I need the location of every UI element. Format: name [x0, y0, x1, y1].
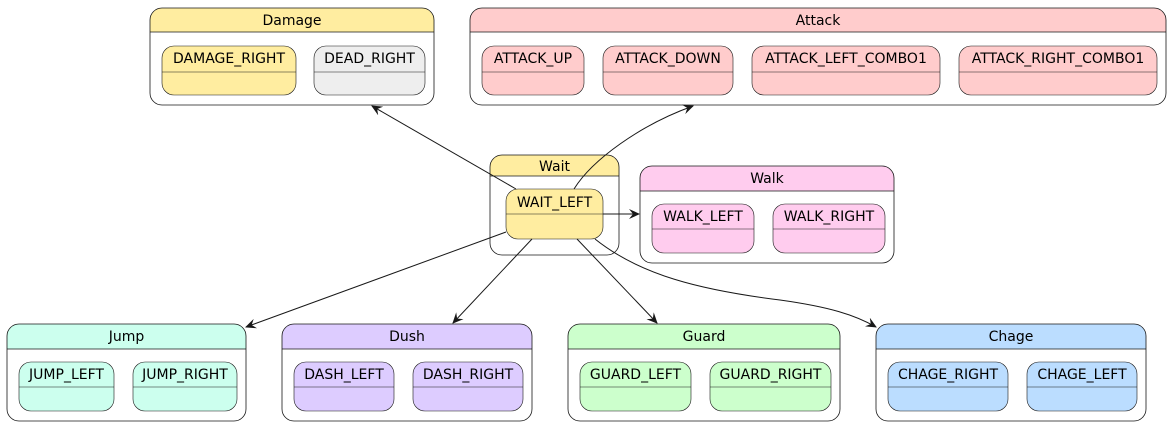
group-jump: Jump JUMP_LEFT JUMP_RIGHT [6, 323, 247, 422]
group-walk-frame [639, 165, 895, 264]
group-jump-header [7, 324, 246, 349]
state-guard-right[interactable]: GUARD_RIGHT [709, 361, 832, 412]
group-chage-header [876, 324, 1146, 349]
state-attack-down-label: ATTACK_DOWN [615, 51, 721, 67]
transition-wait-to-damage[interactable] [371, 105, 517, 190]
group-walk-title: Walk [750, 171, 784, 187]
group-attack-frame [469, 7, 1167, 106]
transition-wait-to-attack[interactable] [573, 104, 694, 190]
group-jump-title: Jump [108, 329, 145, 345]
transition-wait-to-dush[interactable] [452, 238, 533, 324]
state-wait-left[interactable]: WAIT_LEFT [505, 188, 604, 240]
group-guard-title: Guard [683, 329, 726, 345]
group-chage-frame [875, 323, 1147, 422]
state-attack-right-combo1-label: ATTACK_RIGHT_COMBO1 [972, 51, 1145, 67]
group-wait-frame [489, 154, 620, 256]
state-guard-left-label: GUARD_LEFT [590, 367, 682, 383]
state-dash-right-label: DASH_RIGHT [423, 367, 514, 383]
group-walk-header [640, 166, 894, 191]
group-walk: Walk WALK_LEFT WALK_RIGHT [639, 165, 895, 264]
group-guard: Guard GUARD_LEFT GUARD_RIGHT [567, 323, 841, 422]
state-guard-left[interactable]: GUARD_LEFT [579, 361, 692, 412]
group-dush-header [282, 324, 532, 349]
group-wait: Wait WAIT_LEFT [489, 154, 620, 256]
group-damage: Damage DAMAGE_RIGHT DEAD_RIGHT [149, 7, 435, 106]
state-chage-right-label: CHAGE_RIGHT [898, 367, 999, 383]
state-walk-right[interactable]: WALK_RIGHT [772, 203, 886, 254]
state-wait-left-label: WAIT_LEFT [517, 195, 593, 211]
group-wait-header [490, 155, 619, 176]
state-guard-right-label: GUARD_RIGHT [720, 367, 822, 383]
group-guard-frame [567, 323, 841, 422]
group-attack: Attack ATTACK_UP ATTACK_DOWN ATTACK_LEFT… [469, 7, 1167, 106]
state-attack-up[interactable]: ATTACK_UP [481, 45, 585, 96]
group-attack-header [470, 8, 1166, 32]
state-attack-right-combo1[interactable]: ATTACK_RIGHT_COMBO1 [958, 45, 1158, 96]
state-jump-right-label: JUMP_RIGHT [141, 367, 228, 383]
state-jump-right[interactable]: JUMP_RIGHT [132, 361, 238, 412]
group-chage-title: Chage [989, 329, 1034, 345]
group-dush: Dush DASH_LEFT DASH_RIGHT [281, 323, 533, 422]
transition-wait-to-guard[interactable] [576, 238, 658, 324]
group-attack-title: Attack [796, 13, 842, 29]
state-walk-left-label: WALK_LEFT [663, 209, 743, 225]
state-attack-left-combo1[interactable]: ATTACK_LEFT_COMBO1 [751, 45, 941, 96]
state-chage-left-label: CHAGE_LEFT [1037, 367, 1127, 383]
state-jump-left-label: JUMP_LEFT [28, 367, 104, 383]
group-damage-frame [149, 7, 435, 106]
state-dash-left-label: DASH_LEFT [304, 367, 384, 383]
state-dead-right[interactable]: DEAD_RIGHT [313, 45, 426, 96]
state-damage-right-label: DAMAGE_RIGHT [173, 51, 285, 67]
transition-wait-to-jump[interactable] [245, 231, 507, 329]
state-chage-right[interactable]: CHAGE_RIGHT [887, 361, 1009, 412]
state-damage-right[interactable]: DAMAGE_RIGHT [161, 45, 297, 96]
state-jump-left[interactable]: JUMP_LEFT [18, 361, 115, 412]
transitions [245, 104, 877, 329]
group-dush-title: Dush [389, 329, 425, 345]
state-chage-left[interactable]: CHAGE_LEFT [1026, 361, 1138, 412]
transition-wait-to-chage[interactable] [594, 238, 877, 328]
state-walk-right-label: WALK_RIGHT [784, 209, 875, 225]
state-dead-right-label: DEAD_RIGHT [324, 51, 415, 67]
group-dush-frame [281, 323, 533, 422]
state-attack-left-combo1-label: ATTACK_LEFT_COMBO1 [765, 51, 927, 67]
group-damage-header [150, 8, 434, 32]
group-guard-header [568, 324, 840, 349]
state-attack-down[interactable]: ATTACK_DOWN [602, 45, 734, 96]
state-walk-left[interactable]: WALK_LEFT [651, 203, 755, 254]
group-damage-title: Damage [262, 13, 321, 29]
group-jump-frame [6, 323, 247, 422]
group-wait-title: Wait [539, 159, 570, 175]
group-chage: Chage CHAGE_RIGHT CHAGE_LEFT [875, 323, 1147, 422]
state-dash-left[interactable]: DASH_LEFT [293, 361, 395, 412]
state-dash-right[interactable]: DASH_RIGHT [412, 361, 524, 412]
state-attack-up-label: ATTACK_UP [494, 51, 572, 67]
